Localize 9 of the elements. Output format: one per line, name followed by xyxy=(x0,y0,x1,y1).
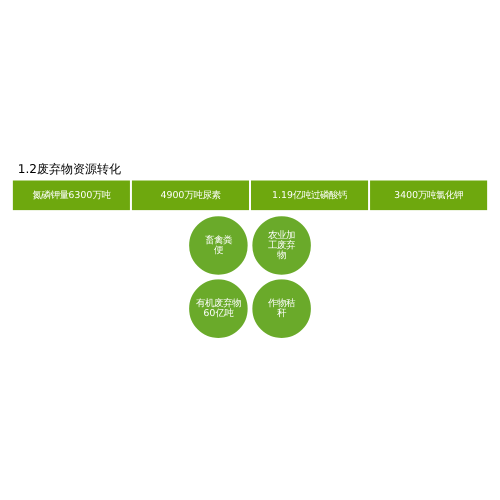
node-circle: 作物秸秆 xyxy=(250,276,313,340)
node-box: 1.19亿吨过磷酸钙 xyxy=(251,180,368,210)
node-box: 氮磷钾量6300万吨 xyxy=(12,180,130,210)
node-box: 3400万吨氯化钾 xyxy=(370,180,488,210)
node-box: 4900万吨尿素 xyxy=(132,180,249,210)
node-circle: 农业加工废弃物 xyxy=(250,214,313,276)
diagram-title: 1.2废弃物资源转化 xyxy=(18,162,121,176)
node-circle: 畜禽粪便 xyxy=(187,214,250,276)
node-circle: 有机废弃物 60亿吨 xyxy=(187,276,250,340)
